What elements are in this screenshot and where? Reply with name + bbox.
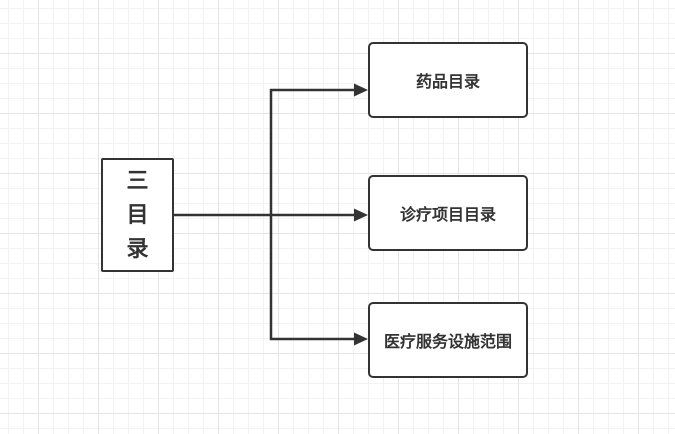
node-root-label: 三目录 (126, 167, 149, 262)
node-medical-service-facility-scope: 医疗服务设施范围 (368, 302, 528, 378)
node-drug-catalog: 药品目录 (368, 42, 528, 118)
arrowhead-icon (354, 332, 368, 346)
node-treatment-item-catalog-label: 诊疗项目目录 (399, 207, 496, 224)
arrowhead-icon (354, 208, 368, 222)
connector-root-to-child-0 (269, 83, 368, 215)
node-drug-catalog-label: 药品目录 (415, 74, 480, 91)
node-root: 三目录 (101, 158, 174, 272)
node-treatment-item-catalog: 诊疗项目目录 (368, 175, 528, 251)
connector-root-to-child-1 (174, 208, 368, 222)
node-medical-service-facility-scope-label: 医疗服务设施范围 (383, 334, 512, 351)
connector-root-to-child-2 (269, 215, 368, 346)
arrowhead-icon (354, 83, 368, 97)
